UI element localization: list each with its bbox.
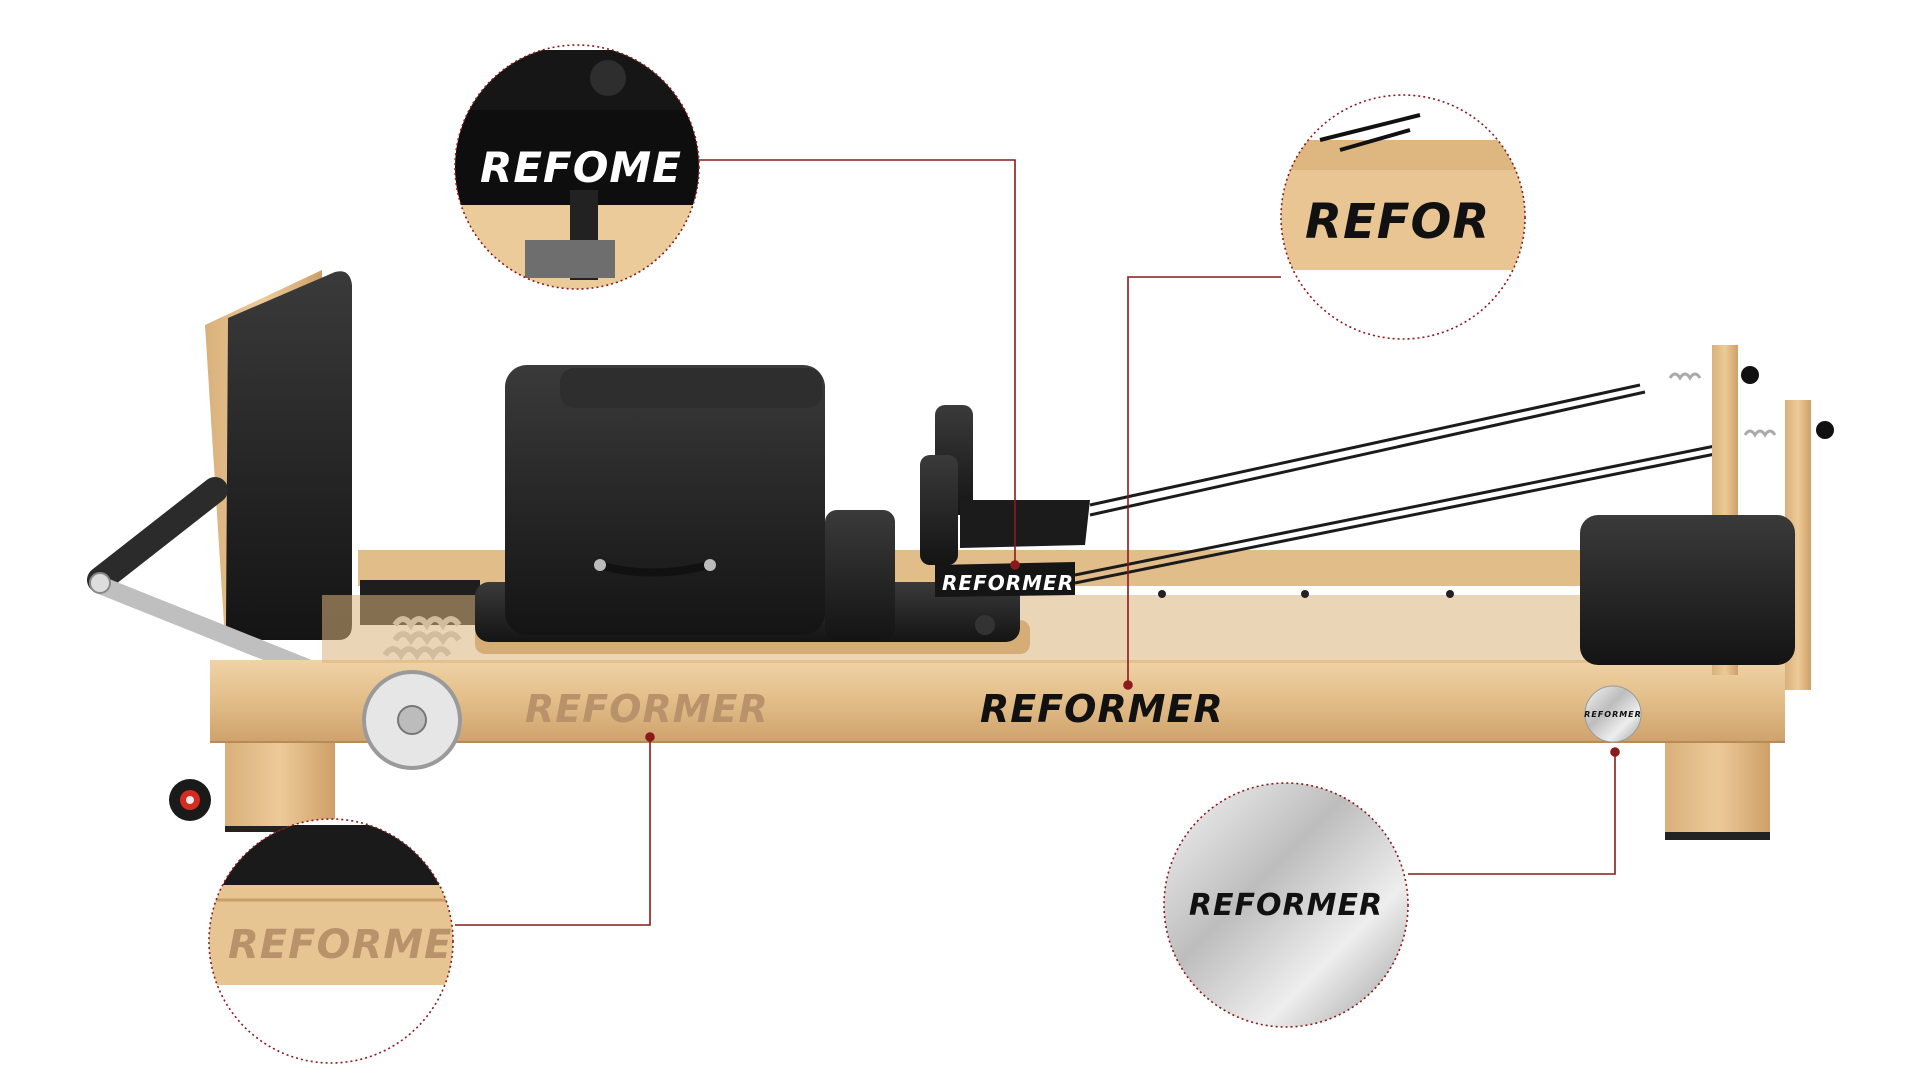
zoom-circle-engraved: REFORME [208, 818, 454, 1064]
zoom-circle-strap: REFOME [454, 44, 700, 290]
shoulder-blocks [920, 405, 973, 565]
rail-engraved-label: REFORMER [525, 687, 769, 731]
headrest-board [205, 270, 352, 640]
strap-label: REFORMER [942, 571, 1074, 595]
rear-leg-left [225, 740, 335, 832]
callout-line-bottom-right [1408, 752, 1616, 875]
callout-line-top-left [699, 159, 1016, 565]
sitting-box [505, 365, 825, 635]
foot-platform [1580, 515, 1795, 665]
callout-line-bottom-left [455, 737, 651, 926]
steel-badge: REFORMER [1584, 685, 1642, 743]
zoom-strap-label: REFOME [480, 143, 682, 192]
callout-line-top-right [1127, 276, 1281, 685]
footbar-gear [362, 670, 462, 770]
reformer-machine: REFORMER [87, 270, 1834, 840]
strap: REFORMER [935, 500, 1090, 635]
rail-printed-label: REFORMER [980, 687, 1224, 731]
zoom-engraved-label: REFORME [228, 922, 452, 968]
zoom-circle-printed: REFOR [1280, 94, 1526, 340]
front-rail [210, 660, 1785, 742]
wheel-icon [169, 779, 211, 821]
zoom-printed-label: REFOR [1305, 194, 1490, 250]
zoom-circle-badge: REFORMER [1163, 782, 1409, 1028]
rear-leg-right [1665, 740, 1770, 840]
zoom-badge-label: REFORMER [1189, 888, 1383, 923]
badge-small-label: REFORMER [1584, 710, 1642, 719]
ropes [1074, 383, 1726, 585]
callout-lines [455, 159, 1620, 926]
